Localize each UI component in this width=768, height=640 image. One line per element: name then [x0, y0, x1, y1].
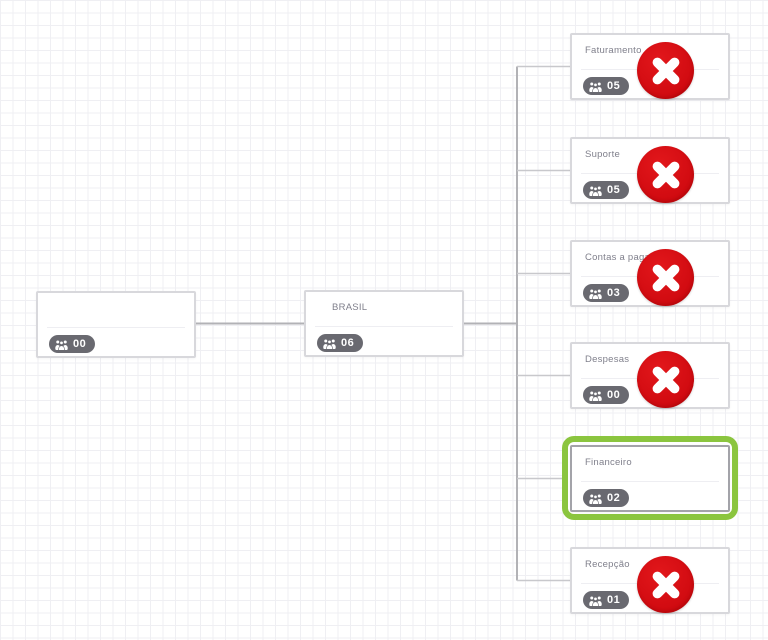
org-node-brasil[interactable]: BRASIL 06 — [304, 290, 464, 357]
node-title: Despesas — [585, 354, 630, 365]
member-count: 02 — [607, 492, 621, 504]
node-title: Faturamento — [585, 45, 642, 56]
member-count: 00 — [73, 338, 87, 350]
group-icon — [588, 493, 603, 504]
org-node-root[interactable]: 00 — [36, 291, 196, 358]
member-count: 03 — [607, 287, 621, 299]
org-node-suporte[interactable]: Suporte 05 — [570, 137, 730, 204]
member-count-badge: 01 — [583, 591, 630, 609]
member-count-badge: 05 — [583, 77, 630, 95]
node-title: Financeiro — [585, 457, 632, 468]
org-node-contas-a-pagar[interactable]: Contas a pagar 03 — [570, 240, 730, 307]
group-icon — [588, 390, 603, 401]
member-count-badge: 06 — [317, 334, 364, 352]
close-x-icon — [642, 151, 690, 199]
org-node-faturamento[interactable]: Faturamento 05 — [570, 33, 730, 100]
group-icon — [322, 338, 337, 349]
node-title: Suporte — [585, 149, 621, 160]
node-title: Contas a pagar — [585, 252, 654, 263]
org-node-financeiro[interactable]: Financeiro 02 — [570, 445, 730, 512]
org-node-despesas[interactable]: Despesas 00 — [570, 342, 730, 409]
member-count: 01 — [607, 594, 621, 606]
member-count: 00 — [607, 389, 621, 401]
node-title: BRASIL — [332, 302, 368, 313]
member-count-badge: 00 — [49, 335, 96, 353]
close-x-icon — [642, 356, 690, 404]
member-count-badge: 03 — [583, 284, 630, 302]
node-title: Recepção — [585, 559, 630, 570]
member-count: 06 — [341, 337, 355, 349]
node-divider — [315, 326, 453, 327]
group-icon — [588, 595, 603, 606]
member-count-badge: 05 — [583, 181, 630, 199]
member-count-badge: 00 — [583, 386, 630, 404]
member-count-badge: 02 — [583, 489, 630, 507]
group-icon — [588, 81, 603, 92]
org-node-recepcao[interactable]: Recepção 01 — [570, 547, 730, 614]
node-divider — [581, 481, 719, 482]
delete-node-button[interactable] — [637, 556, 694, 613]
group-icon — [54, 339, 69, 350]
close-x-icon — [642, 254, 690, 302]
close-x-icon — [642, 47, 690, 95]
member-count: 05 — [607, 80, 621, 92]
delete-node-button[interactable] — [637, 249, 694, 306]
group-icon — [588, 288, 603, 299]
delete-node-button[interactable] — [637, 351, 694, 408]
delete-node-button[interactable] — [637, 42, 694, 99]
close-x-icon — [642, 561, 690, 609]
member-count: 05 — [607, 184, 621, 196]
group-icon — [588, 185, 603, 196]
node-divider — [47, 327, 185, 328]
delete-node-button[interactable] — [637, 146, 694, 203]
